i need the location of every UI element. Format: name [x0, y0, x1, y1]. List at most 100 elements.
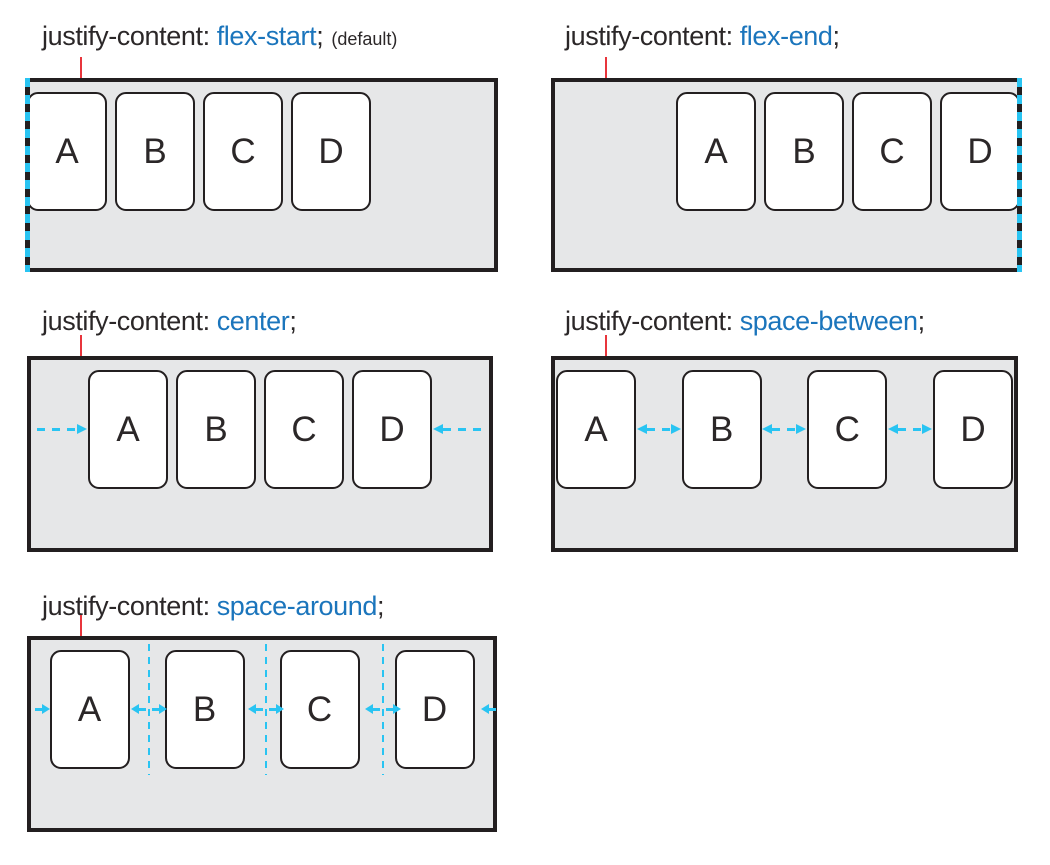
dashed-line: [269, 707, 276, 711]
panel-title-center: justify-content:center;: [42, 305, 297, 337]
dashed-line: [489, 707, 496, 711]
callout-tick: [605, 57, 607, 78]
arrowhead-left: [762, 424, 772, 434]
flex-item-a: A: [88, 370, 168, 489]
callout-tick: [605, 335, 607, 356]
dashed-guide-line: [382, 644, 384, 775]
flex-item-a: A: [676, 92, 756, 211]
title-value: flex-start: [216, 21, 317, 51]
arrowhead-right: [159, 704, 167, 714]
title-value: space-around: [216, 591, 378, 621]
panel-title-flex-end: justify-content:flex-end;: [565, 20, 840, 52]
flex-items-row: A B C D: [27, 92, 371, 211]
dashed-guide-line: [265, 644, 267, 775]
panel-title-space-between: justify-content:space-between;: [565, 305, 925, 337]
title-value: flex-end: [739, 21, 833, 51]
title-semicolon: ;: [377, 591, 385, 621]
arrow-both-icon: [888, 424, 932, 434]
arrow-left-icon: [433, 424, 483, 434]
flex-item-a: A: [27, 92, 107, 211]
arrow-right-icon: [37, 424, 87, 434]
flex-item-d: D: [352, 370, 432, 489]
title-semicolon: ;: [289, 306, 297, 336]
arrow-left-icon: [131, 704, 146, 714]
arrowhead-right: [393, 704, 401, 714]
arrow-left-icon: [365, 704, 380, 714]
panel-title-space-around: justify-content:space-around;: [42, 590, 385, 622]
start-edge-dashed-guide: [25, 78, 30, 272]
flex-item-b: B: [176, 370, 256, 489]
flex-container-center: A B C D: [27, 356, 493, 552]
arrowhead-right: [77, 424, 87, 434]
arrow-left-icon: [248, 704, 263, 714]
flex-item-d: D: [932, 370, 1013, 489]
flex-item-a: A: [556, 370, 636, 489]
dashed-line: [386, 707, 393, 711]
arrowhead-left: [888, 424, 898, 434]
dashed-line: [256, 707, 263, 711]
callout-tick: [80, 335, 82, 356]
arrowhead-right: [42, 704, 50, 714]
callout-tick: [80, 615, 82, 636]
title-semicolon: ;: [316, 21, 324, 51]
flex-item-c: C: [852, 92, 932, 211]
arrowhead-right: [796, 424, 806, 434]
arrowhead-right: [671, 424, 681, 434]
arrowhead-left: [481, 704, 489, 714]
arrowhead-left: [131, 704, 139, 714]
callout-tick: [80, 57, 82, 78]
arrow-left-icon: [481, 704, 496, 714]
flex-item-b: B: [164, 650, 245, 769]
flex-container-flex-start: A B C D: [25, 78, 498, 272]
dashed-line: [37, 427, 77, 431]
dashed-line: [139, 707, 146, 711]
end-edge-dashed-guide: [1017, 78, 1022, 272]
flex-item-c: C: [807, 370, 888, 489]
title-semicolon: ;: [917, 306, 926, 336]
title-value: space-between: [739, 306, 918, 336]
arrow-both-icon: [762, 424, 806, 434]
arrow-right-icon: [152, 704, 167, 714]
panel-title-flex-start: justify-content:flex-start; (default): [42, 20, 397, 55]
arrowhead-left: [248, 704, 256, 714]
flex-item-d: D: [394, 650, 475, 769]
title-semicolon: ;: [832, 21, 841, 51]
dashed-line: [443, 427, 483, 431]
title-property: justify-content:: [42, 591, 210, 621]
flex-item-d: D: [291, 92, 371, 211]
flex-item-b: B: [764, 92, 844, 211]
arrowhead-left: [433, 424, 443, 434]
flex-container-flex-end: A B C D: [551, 78, 1022, 272]
arrow-both-icon: [637, 424, 681, 434]
dashed-line: [373, 707, 380, 711]
title-property: justify-content:: [565, 21, 733, 51]
flex-item-c: C: [203, 92, 283, 211]
arrowhead-left: [637, 424, 647, 434]
title-property: justify-content:: [42, 306, 210, 336]
arrow-right-icon: [386, 704, 401, 714]
flex-container-space-between: A B C D: [551, 356, 1018, 552]
flex-items-row: A B C D: [32, 650, 492, 769]
flex-item-a: A: [49, 650, 130, 769]
dashed-line: [35, 707, 42, 711]
flex-container-space-around: A B C D: [27, 636, 497, 832]
flex-item-d: D: [940, 92, 1020, 211]
flex-items-row: A B C D: [88, 370, 432, 489]
flex-item-b: B: [681, 370, 762, 489]
dashed-line: [152, 707, 159, 711]
title-note: (default): [331, 29, 398, 49]
arrowhead-left: [365, 704, 373, 714]
arrow-right-icon: [269, 704, 284, 714]
flex-item-c: C: [264, 370, 344, 489]
flex-item-b: B: [115, 92, 195, 211]
dashed-guide-line: [148, 644, 150, 775]
flex-items-row: A B C D: [556, 370, 1013, 489]
dashed-line: [898, 427, 922, 431]
title-property: justify-content:: [42, 21, 210, 51]
dashed-line: [772, 427, 796, 431]
title-property: justify-content:: [565, 306, 733, 336]
arrow-right-icon: [35, 704, 50, 714]
dashed-line: [647, 427, 671, 431]
arrowhead-right: [276, 704, 284, 714]
